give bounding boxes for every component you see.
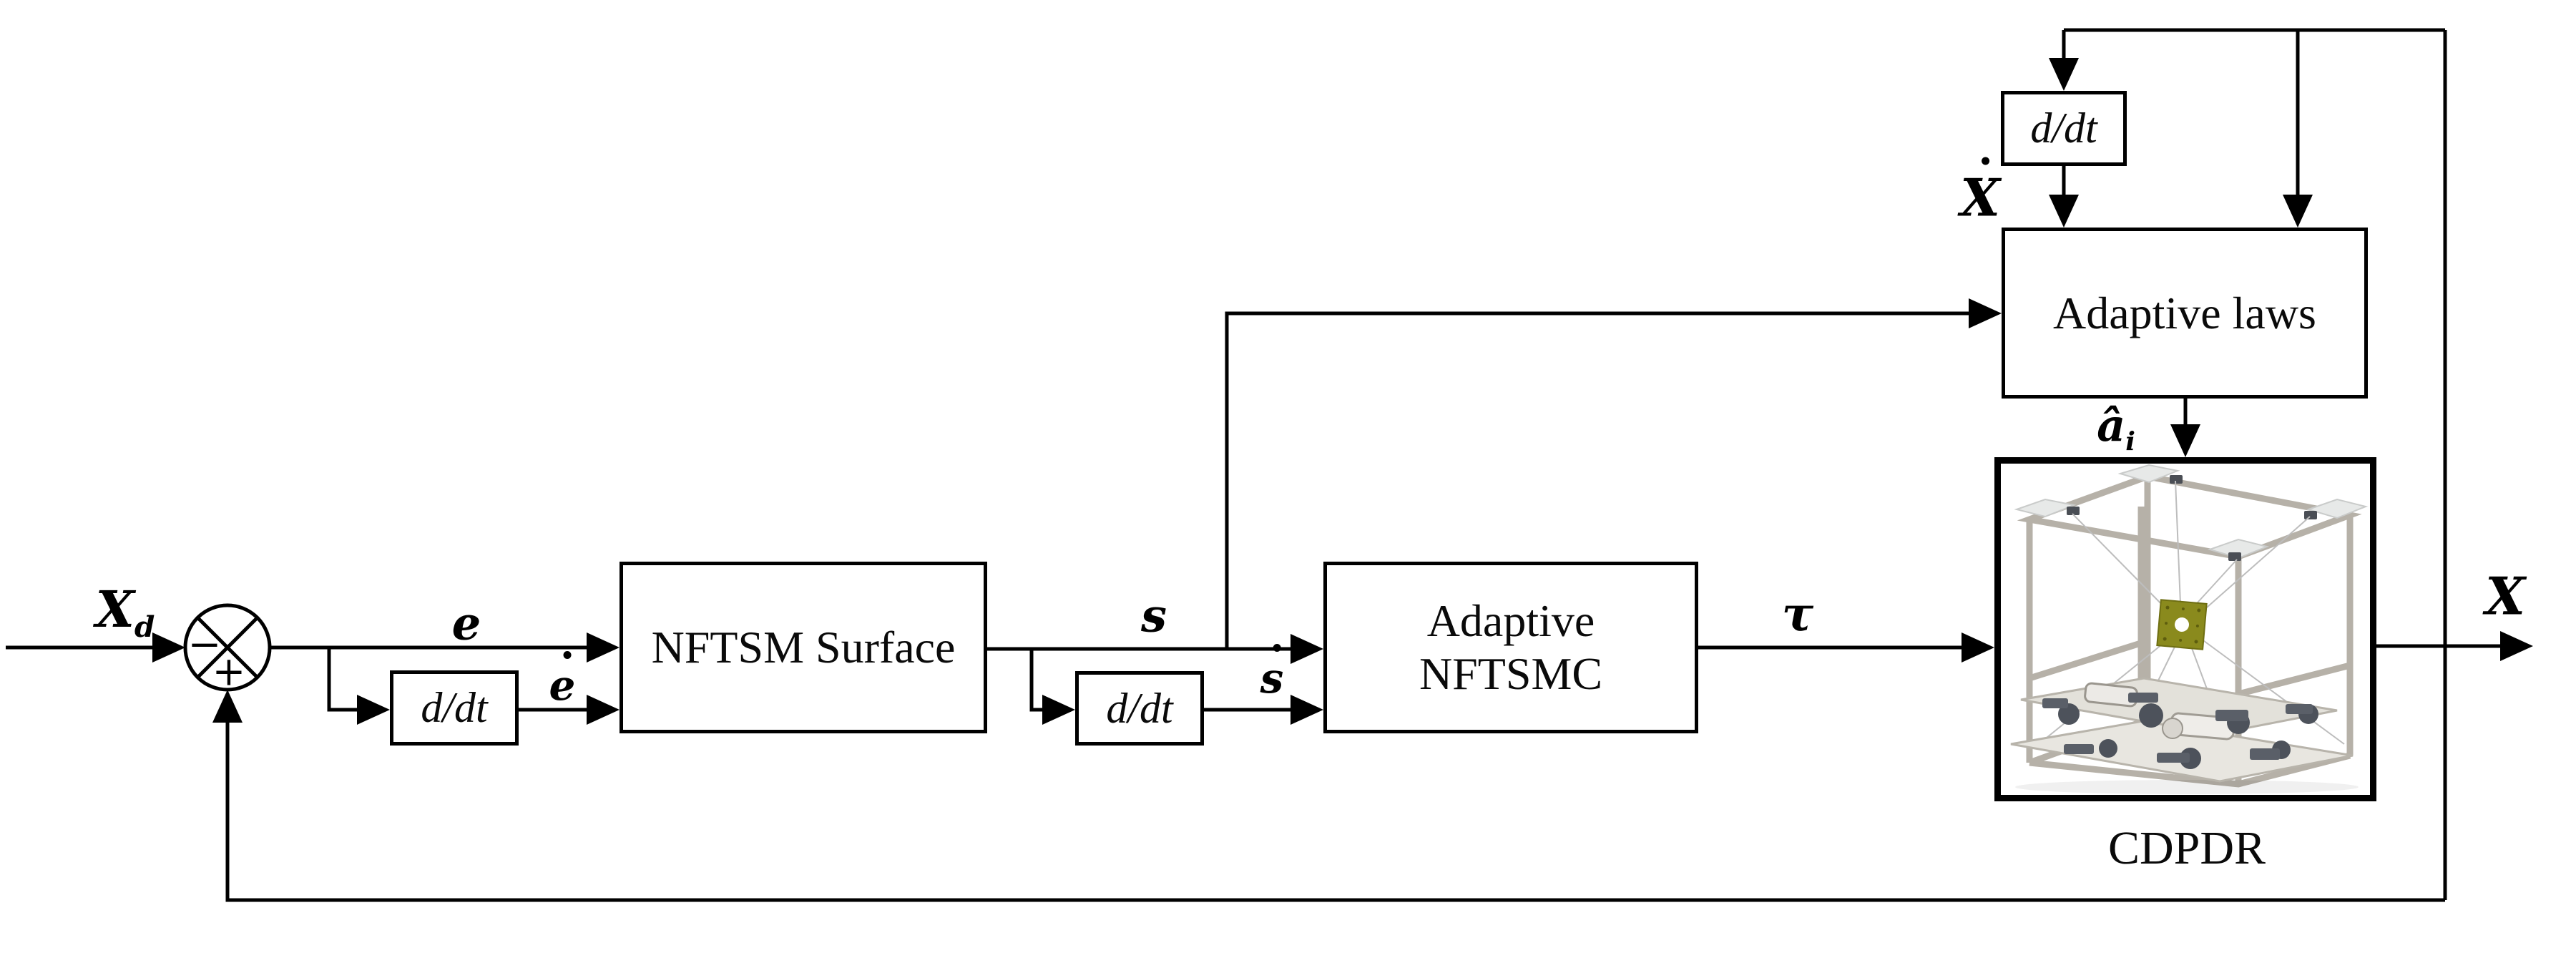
reference-signal-label: Xd — [96, 580, 155, 644]
winch-machinery — [2042, 682, 2318, 769]
adaptive-nftsmc-label-line2: NFTSMC — [1419, 648, 1603, 699]
torque-text: τ — [1781, 586, 1814, 642]
error-text: e — [451, 597, 481, 651]
sum-sign-minus: − — [187, 621, 222, 668]
derivative-label: d/dt — [2030, 104, 2097, 152]
block-nftsm-surface: NFTSM Surface — [619, 562, 987, 733]
block-adaptive-laws: Adaptive laws — [2002, 228, 2368, 399]
nftsm-surface-label: NFTSM Surface — [651, 622, 956, 673]
estimate-base: â — [2097, 399, 2126, 452]
block-derivative-state: d/dt — [2001, 91, 2127, 166]
error-dot-base: e — [549, 661, 576, 710]
block-adaptive-nftsmc: Adaptive NFTSMC — [1323, 562, 1698, 733]
output-text: X — [2485, 565, 2525, 627]
derivative-label: d/dt — [1106, 684, 1173, 732]
shadow — [2015, 780, 2359, 794]
top-pulleys — [2067, 475, 2317, 561]
signal-wires — [6, 28, 2502, 902]
block-plant-cdpdr — [1994, 457, 2376, 801]
overdot — [1273, 644, 1281, 652]
surface-text: s — [1140, 589, 1167, 643]
error-signal-label: e — [452, 597, 481, 651]
cdpdr-robot-photo — [2010, 464, 2369, 794]
overdot — [564, 651, 572, 659]
output-signal-label: X — [2485, 566, 2525, 627]
block-derivative-surface: d/dt — [1075, 671, 1204, 746]
plant-caption: CDPDR — [2107, 822, 2266, 874]
corner-plates — [2014, 464, 2369, 559]
torque-signal-label: τ — [1782, 586, 1813, 642]
sum-junction-cross — [196, 616, 259, 679]
surface-derivative-label: s — [1260, 644, 1284, 703]
arrowheads — [152, 58, 2533, 725]
reference-base: X — [95, 579, 134, 639]
overdot — [1982, 157, 1989, 165]
block-derivative-error: d/dt — [390, 670, 519, 746]
error-derivative-label: e — [549, 651, 576, 710]
end-effector — [2156, 599, 2208, 650]
derivative-label: d/dt — [421, 684, 488, 731]
reference-subscript: d — [134, 610, 155, 645]
adaptive-nftsmc-label-line1: Adaptive — [1426, 595, 1595, 646]
adaptive-laws-label: Adaptive laws — [2053, 287, 2316, 338]
state-derivative-label: X — [1960, 157, 2000, 228]
sum-junction — [183, 603, 272, 692]
sum-sign-plus: + — [212, 648, 246, 695]
state-dot-base: X — [1960, 167, 2000, 228]
estimate-subscript: i — [2125, 426, 2135, 456]
surface-signal-label: s — [1141, 590, 1167, 643]
adaptive-estimate-label: âi — [2097, 399, 2135, 456]
surface-dot-base: s — [1260, 654, 1284, 703]
